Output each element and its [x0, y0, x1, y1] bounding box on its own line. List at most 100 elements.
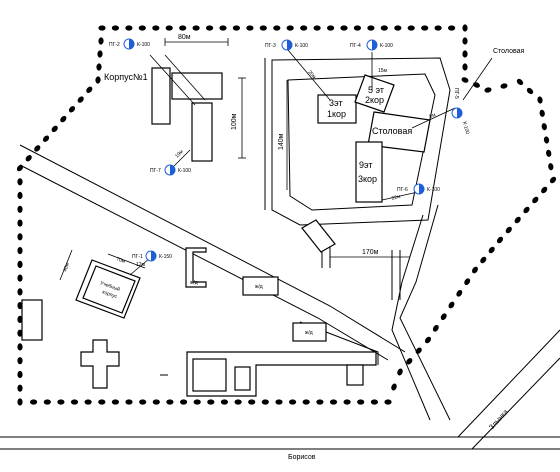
fence-post — [17, 384, 23, 392]
fence-post — [84, 399, 92, 405]
label-stolovaya-callout: Столовая — [493, 48, 525, 55]
fence-post — [125, 25, 133, 31]
fence-post — [472, 266, 478, 274]
fence-post — [17, 370, 23, 379]
building-5et-2kor — [354, 74, 395, 113]
fence-post — [367, 25, 375, 31]
fence-post — [327, 25, 335, 31]
fence-post — [43, 399, 51, 405]
fence-post — [313, 25, 321, 31]
fence-post — [406, 358, 413, 365]
fence-post — [273, 25, 281, 31]
camera-pg4: ПГ-4 К-100 — [350, 39, 393, 51]
fence-post — [424, 336, 432, 344]
svg-text:ПГ-7: ПГ-7 — [150, 168, 161, 174]
dim-40m: 40м — [62, 262, 71, 273]
fence-post — [421, 25, 429, 31]
fence-post — [96, 63, 102, 71]
fence-post — [152, 25, 160, 31]
fence-post — [17, 315, 23, 323]
fence-post — [391, 383, 397, 391]
fence-post — [289, 399, 297, 405]
fence-post — [514, 216, 521, 224]
fence-post — [539, 109, 545, 117]
fence-post — [464, 278, 471, 286]
fence-post — [179, 25, 187, 31]
fence-post — [300, 25, 308, 31]
camera-pg6: ПГ-6 К-100 — [397, 183, 440, 195]
fence-post — [207, 399, 215, 405]
fence-post — [286, 25, 294, 31]
zhd-building-1 — [242, 276, 279, 296]
fence-post — [180, 399, 188, 405]
svg-text:К-100: К-100 — [380, 43, 393, 49]
fence-post — [248, 399, 256, 405]
fence-post — [17, 205, 23, 213]
corpus1-wing-left — [151, 67, 171, 125]
fence-post — [17, 343, 23, 351]
fence-post — [397, 368, 403, 376]
building-3et-1kor — [317, 94, 357, 124]
fence-post — [440, 313, 447, 321]
label-stolovaya: Столовая — [372, 126, 412, 136]
lower-block-b — [234, 366, 251, 391]
fence-post — [302, 399, 310, 405]
fence-post — [541, 186, 548, 194]
fence-post — [68, 106, 76, 113]
fence-post — [462, 37, 468, 45]
fence-post — [516, 78, 524, 86]
fence-post — [17, 178, 23, 186]
label-corpus1: Корпус№1 — [104, 72, 148, 82]
fence-post — [234, 399, 242, 405]
fence-post — [505, 226, 512, 234]
fence-post — [316, 399, 324, 405]
fence-post — [394, 25, 402, 31]
lower-block-c — [346, 364, 364, 386]
dim-80m: 80м — [178, 34, 191, 41]
fence-post — [537, 96, 543, 104]
dim-140m: 140м — [278, 133, 285, 150]
fence-post — [541, 123, 547, 131]
fence-post — [500, 83, 508, 89]
label-street-right: Злынка — [488, 409, 510, 432]
dimension-lines — [59, 38, 493, 281]
fence-post — [77, 96, 84, 103]
fence-post — [488, 246, 495, 254]
svg-text:К-150: К-150 — [159, 254, 172, 260]
fence-post — [232, 25, 240, 31]
fence-post — [138, 25, 146, 31]
fence-post — [546, 149, 552, 157]
fence-post — [526, 87, 534, 95]
dim-22m: 22м — [391, 194, 402, 202]
svg-text:К-100: К-100 — [178, 168, 191, 174]
label-zhd-2: ж/д — [255, 284, 263, 290]
fence-post — [407, 25, 415, 31]
fence-post — [34, 145, 41, 152]
fence-post — [70, 399, 79, 405]
roads — [0, 57, 560, 450]
fence-post — [25, 155, 32, 162]
fence-post — [370, 399, 378, 405]
dim-170m: 170м — [362, 249, 379, 256]
fence-post — [462, 63, 468, 71]
fence-post — [259, 25, 267, 31]
fence-post — [448, 25, 456, 31]
corpus1-wing-south — [191, 102, 213, 162]
fence-post — [219, 25, 227, 31]
fence-post — [51, 125, 58, 133]
dim-12m: 12м — [136, 262, 146, 268]
svg-text:ПГ-6: ПГ-6 — [397, 187, 408, 193]
fence-post — [484, 87, 492, 93]
svg-text:ПГ-3: ПГ-3 — [265, 43, 276, 49]
svg-text:ПГ-2: ПГ-2 — [109, 42, 120, 48]
fence-post — [193, 399, 201, 405]
dim-100m: 100м — [231, 113, 238, 130]
building-9et-3kor — [355, 141, 383, 203]
label-3kor: 3кор — [358, 174, 377, 184]
building-stolovaya — [367, 111, 431, 153]
svg-text:ПГ-1: ПГ-1 — [132, 254, 143, 260]
label-5et: 5 эт — [368, 85, 384, 95]
fence-post — [111, 25, 120, 31]
fence-post — [29, 399, 38, 405]
label-1kor: 1кор — [327, 109, 346, 119]
